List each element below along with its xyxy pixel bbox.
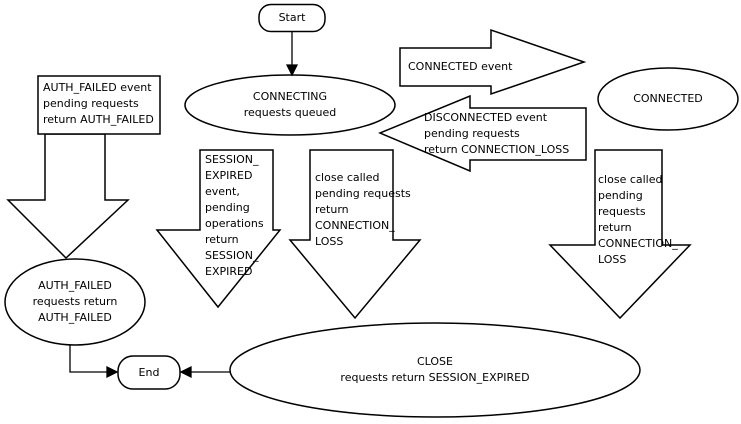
arrowhead-down-icon [285,64,299,77]
auth-failed-node-label: AUTH_FAILED requests return AUTH_FAILED [32,279,118,324]
edge-start-to-connecting [285,31,299,77]
end-node [117,355,181,390]
close-node-label: CLOSE requests return SESSION_EXPIRED [340,355,530,384]
edge-close-to-end [179,365,231,379]
disconnected-event-arrow-label: DISCONNECTED event pending requests retu… [424,111,570,156]
disconnected-event-arrow [378,94,587,173]
auth-failed-event-node-label: AUTH_FAILED event pending requests retur… [43,81,154,126]
close-called-right-arrow [548,149,692,320]
auth-failed-down-arrow [6,133,130,260]
connected-node-label: CONNECTED [633,92,703,105]
close-called-mid-arrow-label: close called pending requests return CON… [315,171,411,248]
close-called-right-arrow-label: close called pending requests return CON… [598,173,678,266]
edge-auth-failed-to-end [69,345,119,379]
arrowhead-left-icon [179,365,192,379]
session-expired-arrow [155,149,282,309]
connected-event-arrow [399,28,587,96]
session-expired-arrow-label: SESSION_ EXPIRED event, pending operatio… [205,153,264,278]
auth-failed-event-node [37,75,161,135]
end-node-label: End [138,365,160,379]
close-node [229,322,641,418]
connecting-node-label: CONNECTING requests queued [243,90,337,119]
close-called-mid-arrow [288,149,422,320]
start-node-label: Start [278,10,306,24]
connecting-node [184,74,396,136]
connected-node [597,67,739,131]
connected-event-arrow-label: CONNECTED event [408,60,513,73]
arrowhead-right-icon [106,365,119,379]
auth-failed-node [4,258,146,346]
